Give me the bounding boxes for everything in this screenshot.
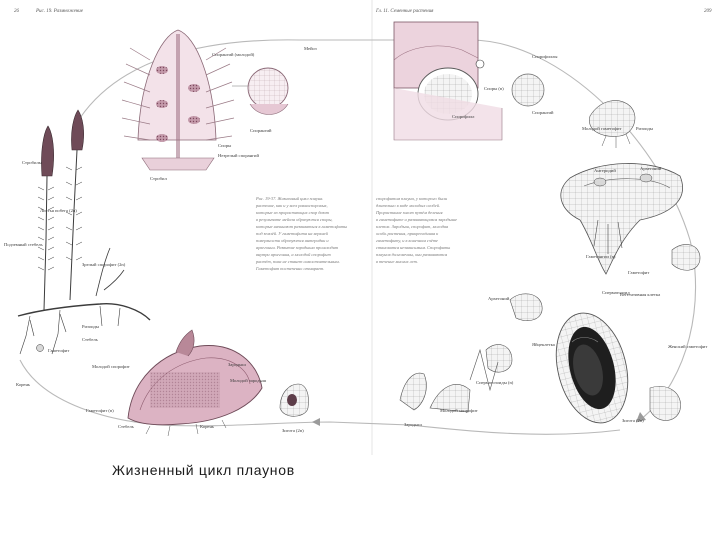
label-young-root: Корень	[200, 424, 214, 429]
label-young-sporophyte-right: Молодой спорофит	[440, 408, 478, 413]
zygote-cell	[279, 383, 309, 417]
label-leafy-shoot: Листья побега (2n)	[40, 208, 77, 213]
label-vegetative-cell: Вегетативная клетка	[620, 292, 660, 297]
gametophyte-section	[127, 329, 263, 437]
svg-text:Гаметофит постепенно отмирает.: Гаметофит постепенно отмирает.	[255, 266, 324, 271]
sporangium-spores-section	[393, 21, 503, 141]
cycle-arrow-3	[636, 412, 646, 422]
mature-sporophyte-plant	[17, 109, 151, 355]
spore-tetrad	[511, 73, 545, 107]
label-mature-sporangium: Незрелый спорангий	[218, 153, 259, 158]
svg-text:которые из прорастающих спор д: которые из прорастающих спор дают	[256, 210, 329, 215]
label-egg: Яйцеклетка	[532, 342, 555, 347]
label-rhizoids: Ризоиды	[82, 324, 99, 329]
cycle-arrow-2	[312, 418, 320, 426]
label-sporophyll: Спорофилл	[452, 114, 475, 119]
label-antheridium: Антеридий	[594, 168, 616, 173]
slide-caption: Жизненный цикл плаунов	[112, 462, 295, 478]
label-zygote: Зигота (2n)	[282, 428, 304, 433]
label-sporangia-young: Спорангий (молодой)	[212, 52, 255, 57]
label-gametophyte-left: Гаметофит	[48, 348, 69, 353]
left-running-header: Рис. 19. Размножение	[35, 9, 84, 14]
archegonium-egg	[555, 312, 629, 424]
svg-text:гаметофиту, и в конечном счёте: гаметофиту, и в конечном счёте	[376, 238, 438, 244]
label-young-gametophyte: Молодой гаметофит	[582, 126, 621, 131]
svg-text:растение, как и у всех равносп: растение, как и у всех равноспоровых,	[255, 203, 328, 209]
label-spores: Споры	[218, 143, 231, 148]
young-gametophyte	[589, 100, 636, 148]
svg-text:которые начинают развиваться в: которые начинают развиваться в гаметофит…	[256, 224, 347, 229]
label-gametangia: Гаметангии (n)	[586, 254, 616, 259]
archegonia-cluster	[469, 293, 543, 392]
label-mature-sporophyte: Зрелый спорофит (2n)	[82, 262, 126, 267]
svg-text:особь растения, прикреплённая: особь растения, прикреплённая к	[376, 231, 439, 237]
label-strobili: Стробилы	[22, 160, 42, 165]
label-mature-spore: Молодой зародыш	[230, 378, 267, 383]
svg-text:архегонии. Развитие зародыша п: архегонии. Развитие зародыша происходит	[256, 245, 338, 250]
label-gametophyte-right: Гаметофит	[628, 270, 649, 275]
label-root: Корень	[16, 382, 30, 387]
label-strobilus: Стробил	[150, 176, 167, 181]
label-archegonium-2: Архегоний	[488, 296, 510, 301]
label-zygote-right: Зигота (2n)	[622, 418, 644, 423]
label-rhizoids-right: Ризоиды	[636, 126, 653, 131]
label-sperm-cells: Сперматозоиды (n)	[476, 380, 514, 385]
label-spores-n: Споры (n)	[484, 86, 504, 91]
right-running-header: Гл. 11. Семенные растения	[375, 9, 434, 14]
svg-text:внутри архегония, а молодой сп: внутри архегония, а молодой спорофит	[256, 252, 331, 258]
label-gametophyte-n: Гаметофит (n)	[86, 408, 114, 413]
zygote-right	[649, 386, 681, 421]
right-text-block: спорофитом плауна, у которого были длите…	[375, 196, 457, 264]
young-sporophyte-right	[399, 372, 471, 413]
left-text-block: Рис. 19-37. Жизненный цикл плауна. расте…	[255, 196, 347, 271]
sporangium-detail	[232, 67, 289, 115]
label-female-gametophyte: Женский гаметофит	[668, 344, 707, 349]
cycle-ring-bottom	[19, 359, 621, 435]
label-archegonium: Архегоний	[640, 166, 662, 171]
mature-gametophyte-section	[560, 163, 683, 275]
label-sporophylls-top: Спорофиллы	[532, 54, 558, 59]
svg-text:поверхности образуются антерид: поверхности образуются антеридии и	[256, 238, 329, 243]
svg-text:клеток. Зародыш, спорофит, мол: клеток. Зародыш, спорофит, молодая	[376, 224, 448, 230]
label-underground-stem: Подземный стебель	[4, 242, 43, 247]
svg-text:плаунов долговечны, они развив: плаунов долговечны, они развиваются	[376, 252, 447, 258]
label-stem-bottom: Стебель	[118, 424, 134, 429]
left-page-number: 26	[14, 9, 20, 14]
right-page-number: 209	[704, 9, 712, 14]
svg-text:в гаметофите и развивающемся з: в гаметофите и развивающемся зародыше	[376, 217, 457, 222]
svg-text:растёт, пока не станет самосто: растёт, пока не станет самостоятельным.	[255, 259, 340, 265]
label-sporangium-right: Спорангий	[532, 110, 554, 115]
label-young-sporophyte: Молодой спорофит	[92, 364, 130, 369]
label-embryo: Зародыш	[228, 362, 246, 367]
label-sperm-neck: Сперматозоид	[602, 290, 630, 295]
svg-text:в результате мейоза образуются: в результате мейоза образуются споры,	[256, 217, 333, 223]
svg-text:становится независимым. Спороф: становится независимым. Спорофиты	[376, 245, 450, 250]
strobilus-section	[121, 29, 235, 171]
svg-text:в течение многих лет.: в течение многих лет.	[376, 259, 418, 264]
label-embryo-right: Зародыш	[404, 422, 422, 427]
svg-text:спорофитом плауна, у которого: спорофитом плауна, у которого были	[376, 196, 448, 202]
svg-text:под землёй. У гаметофита на ве: под землёй. У гаметофита на верхней	[256, 231, 329, 236]
sperm-cell	[671, 244, 701, 271]
svg-text:длительно в виде молодых особе: длительно в виде молодых особей.	[376, 203, 440, 208]
svg-text:Прорастание зигот путём делени: Прорастание зигот путём деления	[375, 210, 443, 215]
label-meiosis: Мейоз	[304, 46, 317, 51]
label-young-shoot: Стебель	[82, 337, 98, 342]
svg-text:Рис. 19-37. Жизненный цикл пла: Рис. 19-37. Жизненный цикл плауна.	[255, 196, 323, 201]
label-sporangium: Спорангий	[250, 128, 272, 133]
